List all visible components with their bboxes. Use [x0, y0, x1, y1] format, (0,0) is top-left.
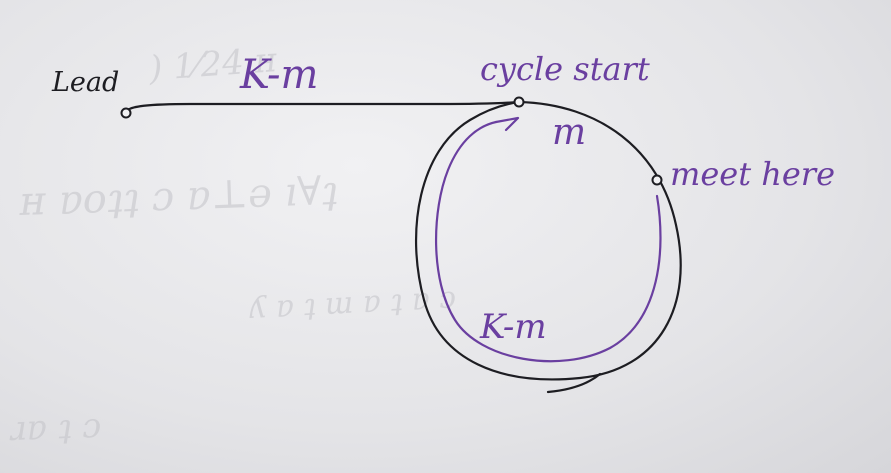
head-node	[120, 107, 132, 119]
svg-text:ʜ ɐoʇʇ ɔ ɐ⊥ǝ ı∀ʇ: ʜ ɐoʇʇ ɔ ɐ⊥ǝ ı∀ʇ	[18, 168, 339, 225]
head-label: Lead	[51, 67, 119, 98]
svg-text:) 1⁄24 ʜ: ) 1⁄24 ʜ	[147, 40, 279, 89]
bleed-through-writing: ) 1⁄24 ʜ ʜ ɐoʇʇ ɔ ɐ⊥ǝ ı∀ʇ ʎ ɐ ʇ ɯ ɐ ʇ ɐ …	[8, 40, 457, 449]
path-length-label: K-m	[239, 52, 318, 98]
cycle-loop	[414, 100, 682, 381]
meet-point-label: meet here	[670, 155, 835, 193]
list-tail-line	[124, 100, 521, 114]
remaining-length-label: K-m	[479, 307, 547, 347]
cycle-loop-flourish	[546, 372, 602, 394]
traversal-path	[434, 120, 662, 363]
cycle-start-node	[513, 96, 525, 108]
offset-label: m	[552, 112, 586, 153]
meet-point-node	[651, 174, 663, 186]
svg-text:ɹɐ ʇ ɔ: ɹɐ ʇ ɔ	[8, 406, 102, 449]
cycle-start-label: cycle start	[480, 50, 650, 88]
traversal-arrowhead-icon	[494, 116, 520, 132]
